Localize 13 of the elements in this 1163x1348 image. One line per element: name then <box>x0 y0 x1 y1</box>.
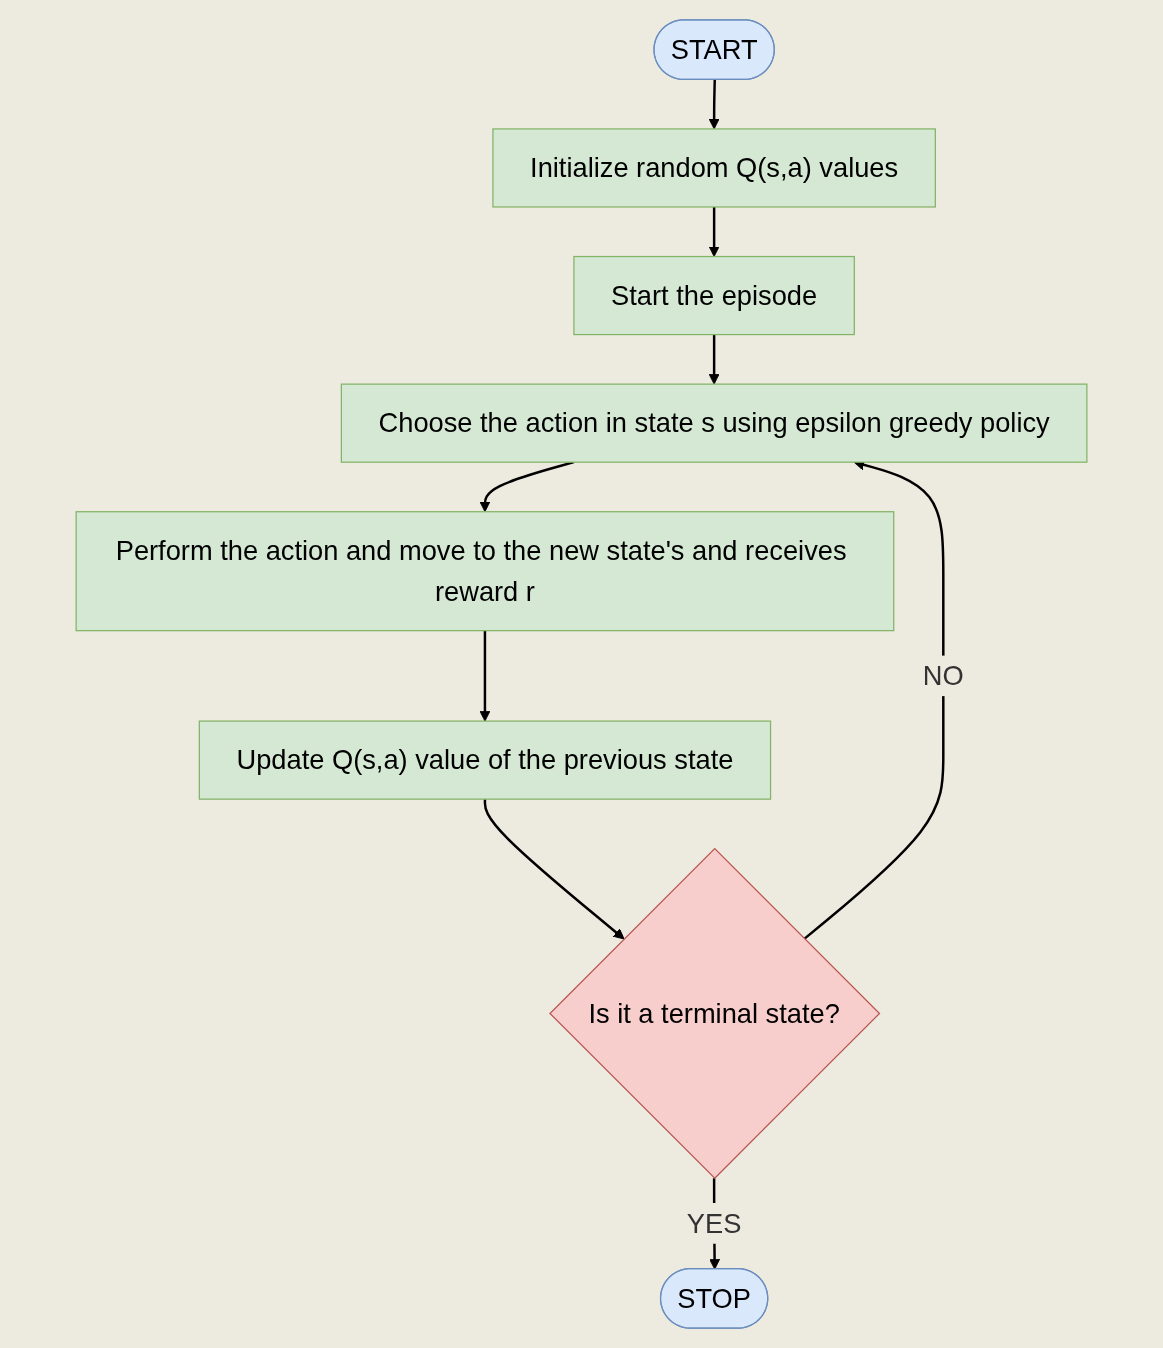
node-box: Choose the action in state s using epsilon greedy policy <box>340 383 1088 463</box>
node-box: Start the episode <box>573 255 855 336</box>
arrow <box>483 799 625 940</box>
arrow <box>708 334 720 385</box>
edge-label: NO <box>922 660 964 692</box>
node-diamond: Is it a terminal state? <box>549 847 881 1180</box>
arrow <box>708 206 720 257</box>
arrow <box>479 630 491 722</box>
arrow <box>708 79 720 130</box>
edge-label: YES <box>686 1207 742 1239</box>
node-box: Update Q(s,a) value of the previous state <box>198 720 772 800</box>
node-box: Perform the action and move to the new state's and receives reward r <box>75 511 895 632</box>
node-box: Initialize random Q(s,a) values <box>492 128 936 208</box>
